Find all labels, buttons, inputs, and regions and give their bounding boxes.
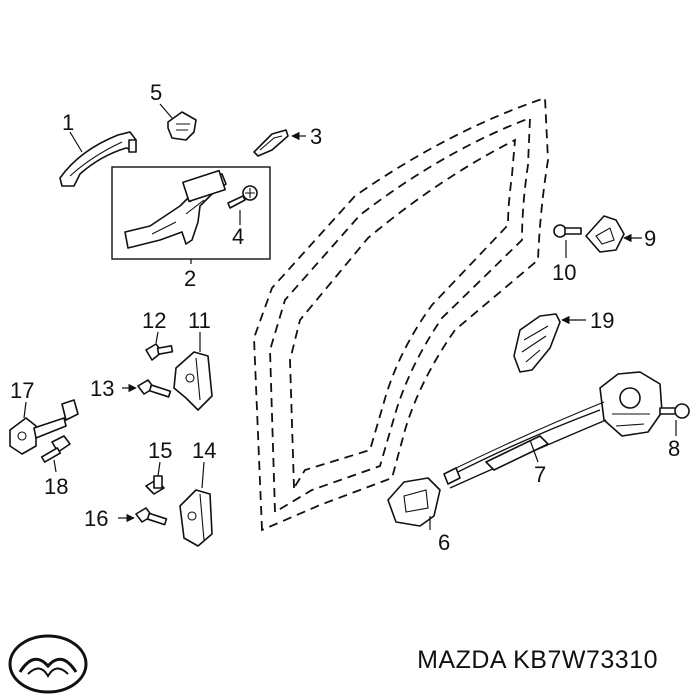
latch-cover bbox=[513, 313, 561, 373]
bolt-18 bbox=[40, 435, 71, 463]
callout-14: 14 bbox=[192, 438, 216, 463]
bolt-12 bbox=[145, 343, 174, 361]
callout-16: 16 bbox=[84, 506, 108, 531]
callout-3: 3 bbox=[310, 124, 322, 149]
bolt-10 bbox=[553, 224, 582, 238]
callout-11: 11 bbox=[188, 308, 211, 333]
leader-5 bbox=[159, 103, 173, 119]
screw-4 bbox=[227, 185, 258, 209]
latch-bracket bbox=[387, 477, 441, 527]
lower-hinge bbox=[179, 489, 213, 547]
callout-12: 12 bbox=[142, 308, 166, 333]
bolt-16 bbox=[135, 507, 168, 526]
upper-hinge bbox=[173, 351, 213, 411]
leader-15 bbox=[157, 461, 161, 477]
door-checker bbox=[9, 399, 79, 455]
callout-8: 8 bbox=[668, 436, 680, 461]
callout-5: 5 bbox=[150, 80, 162, 105]
leader-7 bbox=[529, 439, 539, 463]
callout-10: 10 bbox=[552, 260, 576, 285]
leader-12 bbox=[155, 331, 159, 344]
outer-door-handle bbox=[59, 131, 137, 187]
door-outline bbox=[253, 96, 549, 532]
bolt-13 bbox=[137, 379, 172, 398]
callout-7: 7 bbox=[534, 462, 546, 487]
leader-17 bbox=[23, 401, 27, 419]
mazda-logo-icon bbox=[8, 634, 88, 694]
door-latch-assembly bbox=[443, 371, 663, 489]
part-number-caption: MAZDA KB7W73310 bbox=[417, 646, 658, 674]
leader-1 bbox=[69, 131, 83, 153]
handle-clip bbox=[167, 111, 197, 141]
callout-19: 19 bbox=[590, 308, 614, 333]
handle-gasket bbox=[253, 129, 289, 157]
door-striker bbox=[585, 215, 625, 253]
leader-14 bbox=[201, 461, 205, 489]
callout-2: 2 bbox=[184, 266, 196, 291]
callout-9: 9 bbox=[644, 226, 656, 251]
callout-4: 4 bbox=[232, 224, 244, 249]
leader-18 bbox=[53, 459, 57, 473]
callout-1: 1 bbox=[62, 110, 74, 135]
handle-frame bbox=[124, 169, 227, 249]
bolt-8 bbox=[659, 403, 690, 419]
callout-6: 6 bbox=[438, 530, 450, 555]
bolt-15 bbox=[145, 475, 165, 495]
callout-15: 15 bbox=[148, 438, 172, 463]
callout-13: 13 bbox=[90, 376, 114, 401]
callout-17: 17 bbox=[10, 378, 34, 403]
callout-18: 18 bbox=[44, 474, 68, 499]
